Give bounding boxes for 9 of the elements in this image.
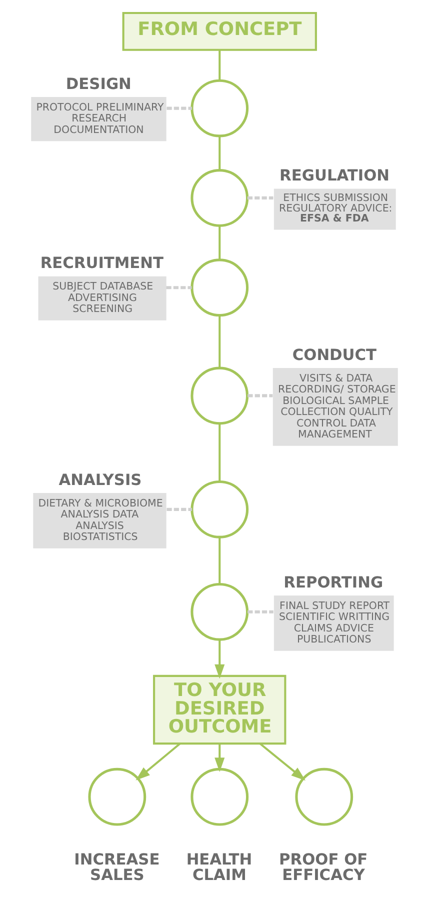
node-label: REPORTING xyxy=(284,573,384,592)
node-label: REGULATION xyxy=(280,166,390,185)
node-label: CONDUCT xyxy=(292,346,377,364)
node-label: HEALTH CLAIM xyxy=(186,850,252,884)
node-label: DESIGN xyxy=(66,74,132,93)
node-label: RECRUITMENT xyxy=(40,254,164,272)
node-label: INCREASE SALES xyxy=(74,850,160,884)
node-label: PROOF OF EFFICACY xyxy=(279,850,368,884)
node-label: ANALYSIS xyxy=(58,470,142,489)
